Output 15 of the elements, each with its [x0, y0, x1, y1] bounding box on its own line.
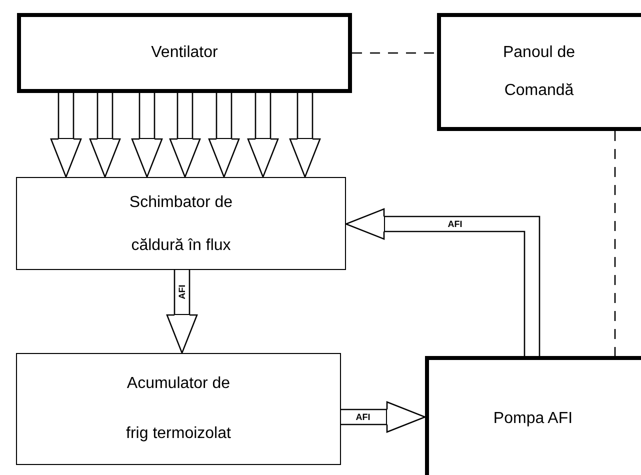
dashed-connector [614, 131, 616, 356]
node-label: Schimbator de căldură în flux [128, 192, 234, 256]
node-label: Acumulator de frig termoizolat [125, 374, 232, 444]
node-label: Pompa AFI [493, 408, 573, 428]
edge-label: AFI [446, 219, 464, 229]
edge-label: AFI [354, 412, 372, 422]
process-box [425, 356, 641, 475]
node-label: Panoul de Comandă [502, 43, 576, 101]
process-box [16, 177, 346, 270]
process-box [17, 13, 352, 93]
edge-label: AFI [177, 284, 187, 300]
process-box [437, 13, 641, 131]
node-label: Ventilator [151, 43, 218, 63]
dashed-connector [352, 52, 437, 54]
process-box [16, 353, 341, 465]
